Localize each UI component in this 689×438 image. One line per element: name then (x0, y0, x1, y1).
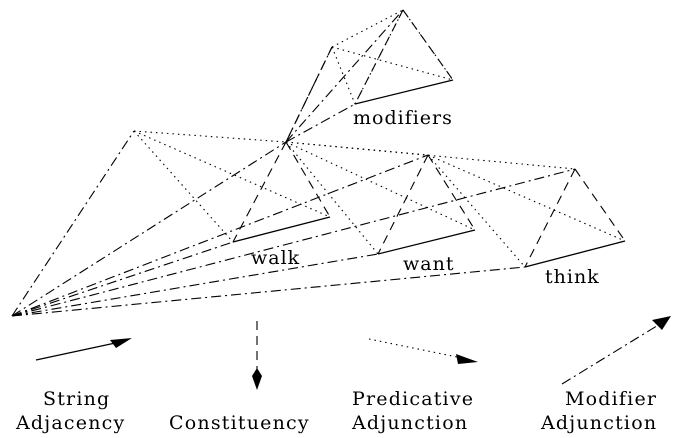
legend-dotted-arrowhead (456, 354, 478, 364)
legend-constituency: Constituency (169, 321, 310, 434)
edge-root-modtree-apex (11, 130, 135, 317)
legend-solid-arrowhead (110, 338, 132, 348)
node-label-think: think (545, 266, 600, 288)
legend-modifier-adjunction: Modifier Adjunction (540, 316, 671, 434)
dot-12 (331, 46, 356, 105)
node-label-walk: walk (251, 247, 300, 269)
node-label-modifiers: modifiers (353, 107, 453, 129)
edge-root-think-apex (11, 168, 576, 317)
dot-7 (285, 141, 476, 231)
think-bar (524, 240, 626, 268)
dash-2 (285, 141, 331, 218)
dot-8 (427, 154, 526, 268)
dash-5 (524, 168, 576, 268)
dot-14 (354, 9, 404, 105)
legend-dashdot-line (561, 323, 661, 385)
edge-root-want-apex (11, 154, 429, 317)
dot-2 (133, 130, 234, 243)
predicative-adjunction-edges (133, 9, 626, 268)
dot-10 (331, 9, 404, 48)
legend-constituency-label: Constituency (169, 412, 310, 434)
dash-3 (377, 154, 429, 255)
legend-dashed-arrowhead (252, 368, 262, 390)
node-label-want: want (403, 253, 454, 275)
modifiers-bar (354, 79, 454, 105)
legend-solid-line (35, 341, 121, 361)
legend-string-adjacency-line1: String (43, 388, 110, 410)
constituency-edges (232, 9, 626, 268)
legend-predicative-line1: Predicative (352, 388, 474, 410)
edge-foot-top-apex (285, 9, 404, 143)
legend-dotted-line (368, 338, 463, 359)
walk-bar (232, 216, 331, 243)
legend-string-adjacency: String Adjacency (15, 338, 132, 434)
modifier-adjunction-edges (11, 9, 576, 317)
dot-3 (133, 130, 331, 218)
dash-1 (232, 141, 287, 243)
edge-root-walk (11, 241, 234, 317)
dot-1 (133, 130, 287, 143)
legend-predicative-line2: Adjunction (351, 412, 468, 434)
legend-modifier-line2: Adjunction (540, 412, 657, 434)
edge-foot-modifiers (285, 103, 356, 143)
legend-predicative-adjunction: Predicative Adjunction (351, 338, 478, 434)
want-bar (377, 229, 476, 255)
string-adjacency-edges (232, 79, 626, 268)
dot-5 (285, 141, 576, 170)
dash-7 (402, 9, 454, 81)
dot-13 (402, 9, 454, 81)
dot-11 (331, 46, 454, 81)
dash-9 (285, 46, 333, 143)
legend-string-adjacency-line2: Adjacency (15, 412, 125, 434)
legend-dashdot-arrowhead (652, 316, 671, 330)
dot-6 (285, 141, 379, 255)
edge-root-want (11, 253, 379, 317)
edge-root-modifiers-foot (11, 141, 287, 317)
dash-8 (354, 9, 404, 105)
legend-modifier-line1: Modifier (565, 388, 657, 410)
edge-root-think (11, 266, 526, 317)
